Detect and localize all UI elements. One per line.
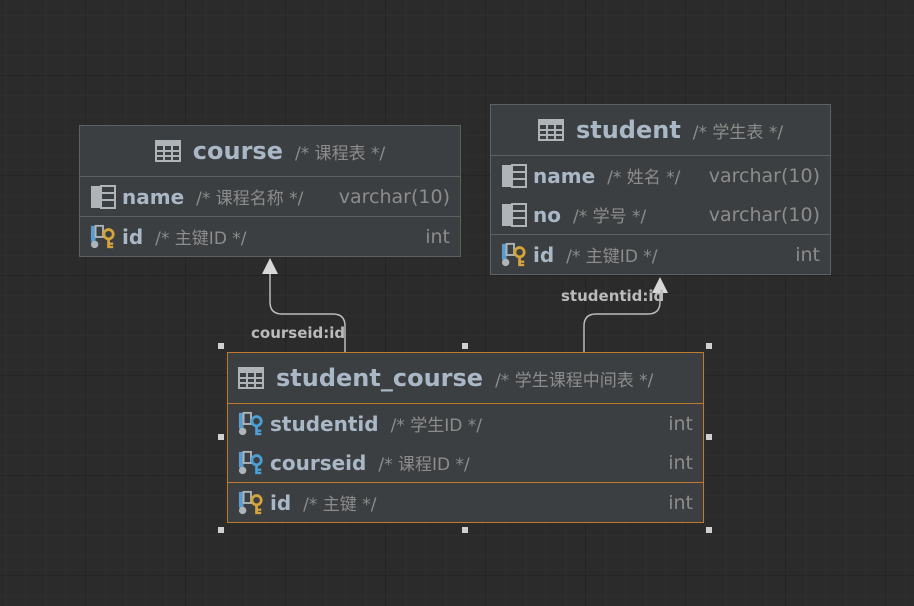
- columns-section: name /* 课程名称 */ varchar(10): [80, 177, 460, 217]
- column-icon: [501, 202, 527, 228]
- column-comment: /* 学生ID */: [390, 416, 482, 436]
- keys-section: id /* 主键ID */ int: [491, 235, 830, 274]
- resize-handle-top[interactable]: [462, 343, 468, 349]
- key-comment: /* 主键ID */: [155, 229, 247, 249]
- relation-line-course[interactable]: [269, 272, 346, 352]
- resize-handle-top-left[interactable]: [218, 343, 224, 349]
- column-type: int: [668, 412, 693, 435]
- resize-handle-top-right[interactable]: [706, 343, 712, 349]
- column-type: int: [668, 451, 693, 474]
- table-name: student: [575, 116, 681, 144]
- column-type: varchar(10): [338, 185, 450, 208]
- key-type: int: [668, 491, 693, 514]
- key-row[interactable]: id /* 主键ID */ int: [80, 217, 460, 256]
- relation-label-student: studentid:id: [561, 287, 665, 305]
- table-header[interactable]: student_course /* 学生课程中间表 */: [228, 353, 703, 404]
- foreign-key-icon: [238, 411, 264, 437]
- table-name: student_course: [276, 364, 484, 392]
- column-name: name: [533, 163, 596, 188]
- table-comment: /* 学生课程中间表 */: [495, 370, 654, 391]
- primary-key-icon: [501, 242, 527, 268]
- resize-handle-bottom-left[interactable]: [218, 527, 224, 533]
- column-row[interactable]: no /* 学号 */ varchar(10): [491, 195, 830, 234]
- column-row[interactable]: name /* 课程名称 */ varchar(10): [80, 177, 460, 216]
- key-name: id: [270, 490, 292, 515]
- key-name: id: [122, 224, 144, 249]
- column-comment: /* 学号 */: [572, 207, 647, 227]
- table-comment: /* 课程表 */: [294, 143, 386, 164]
- primary-key-icon: [238, 490, 264, 516]
- table-header[interactable]: student /* 学生表 */: [491, 105, 830, 156]
- column-type: varchar(10): [708, 164, 820, 187]
- columns-section: studentid /* 学生ID */ int courseid /* 课程I…: [228, 404, 703, 483]
- column-name: name: [122, 184, 185, 209]
- column-row[interactable]: studentid /* 学生ID */ int: [228, 404, 703, 443]
- keys-section: id /* 主键 */ int: [228, 483, 703, 522]
- table-student-course[interactable]: student_course /* 学生课程中间表 */ studentid /…: [227, 352, 704, 523]
- column-icon: [90, 184, 116, 210]
- primary-key-icon: [90, 224, 116, 250]
- relation-arrow-student: [652, 277, 668, 293]
- key-comment: /* 主键ID */: [566, 247, 658, 267]
- column-name: courseid: [270, 450, 367, 475]
- table-icon: [238, 365, 264, 391]
- resize-handle-right[interactable]: [706, 434, 712, 440]
- column-comment: /* 姓名 */: [607, 168, 681, 188]
- key-row[interactable]: id /* 主键 */ int: [228, 483, 703, 522]
- relation-label-course: courseid:id: [251, 324, 346, 342]
- column-comment: /* 课程名称 */: [196, 189, 304, 209]
- table-icon: [537, 117, 564, 143]
- table-name: course: [192, 137, 283, 165]
- resize-handle-left[interactable]: [218, 434, 224, 440]
- foreign-key-icon: [238, 450, 264, 476]
- column-type: varchar(10): [708, 203, 820, 226]
- relation-arrow-course: [262, 258, 278, 274]
- key-comment: /* 主键 */: [303, 495, 377, 515]
- resize-handle-bottom-right[interactable]: [706, 527, 712, 533]
- column-row[interactable]: courseid /* 课程ID */ int: [228, 443, 703, 482]
- key-type: int: [795, 243, 820, 266]
- column-name: studentid: [270, 411, 379, 436]
- column-icon: [501, 163, 527, 189]
- column-comment: /* 课程ID */: [378, 455, 470, 475]
- table-header[interactable]: course /* 课程表 */: [80, 126, 460, 177]
- table-student[interactable]: student /* 学生表 */ name /* 姓名 */ varchar(…: [490, 104, 831, 275]
- key-name: id: [533, 242, 555, 267]
- key-type: int: [425, 225, 450, 248]
- keys-section: id /* 主键ID */ int: [80, 217, 460, 256]
- table-course[interactable]: course /* 课程表 */ name /* 课程名称 */ varchar…: [79, 125, 461, 257]
- table-comment: /* 学生表 */: [692, 122, 784, 143]
- column-name: no: [533, 202, 561, 227]
- table-icon: [154, 138, 181, 164]
- resize-handle-bottom[interactable]: [462, 527, 468, 533]
- relation-line-student[interactable]: [583, 292, 661, 352]
- column-row[interactable]: name /* 姓名 */ varchar(10): [491, 156, 830, 195]
- key-row[interactable]: id /* 主键ID */ int: [491, 235, 830, 274]
- columns-section: name /* 姓名 */ varchar(10) no /* 学号 */ va…: [491, 156, 830, 235]
